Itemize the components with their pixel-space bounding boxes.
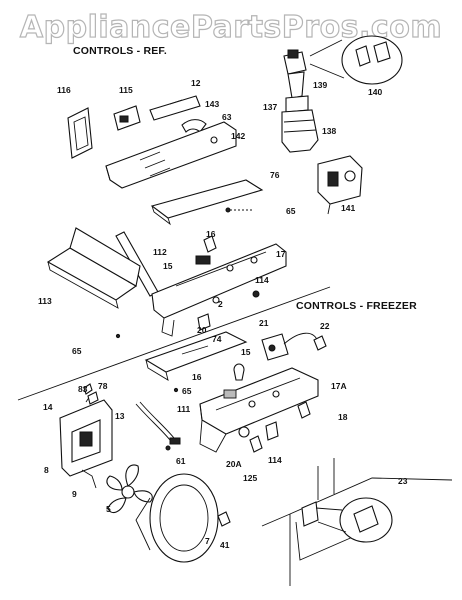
callout-115: 115 [119,85,133,95]
part-74-plate [144,331,248,381]
part-18-knob [297,401,311,419]
callout-7: 7 [205,536,210,546]
part-114-screw [252,290,260,298]
callout-2: 2 [218,299,223,309]
section-divider-line [17,286,331,401]
part-21-thermostat [261,333,289,361]
callout-21: 21 [259,318,269,328]
part-139-thermostat-head [283,49,307,99]
part-116-plate [67,107,93,159]
callout-143: 143 [205,99,220,109]
callout-140: 140 [368,87,383,97]
part-83-clip [83,383,93,395]
part-65-screw [225,207,231,213]
part-61-screw [165,445,171,451]
section-title-controls-ref: CONTROLS - REF. [73,45,167,57]
callout-78: 78 [98,381,108,391]
callout-8: 8 [44,465,49,475]
part-115-switch [113,105,141,131]
part-65-screw-c [173,387,179,393]
callout-17A: 17A [331,381,347,391]
part-142-housing [105,121,237,189]
callout-111: 111 [177,404,191,414]
part-78-grommet [87,391,99,405]
callout-18: 18 [338,412,348,422]
part-9-mount [81,469,97,489]
part-17-control-housing [151,243,287,337]
callout-20: 20 [197,325,207,335]
callout-12: 12 [191,78,201,88]
callout-114b: 114 [268,455,282,465]
callout-114: 114 [255,275,269,285]
part-22-capillary [283,332,327,351]
part-14-fan-bracket [59,395,113,477]
part-2-screw [212,296,220,304]
part-23-cabinet-detail [261,458,453,586]
callout-139: 139 [313,80,328,90]
callout-5: 5 [106,504,111,514]
callout-116: 116 [57,85,71,95]
callout-41: 41 [220,540,230,550]
callout-13: 13 [115,411,125,421]
part-15-lamp [233,363,245,381]
callout-22: 22 [320,321,330,331]
part-12-control [149,95,201,121]
callout-125: 125 [243,473,258,483]
part-65-screw-b [115,333,121,339]
part-41-screw [217,511,231,527]
part-111-wire-harness [135,401,181,445]
callout-63: 63 [222,112,232,122]
callout-112: 112 [153,247,167,257]
callout-15b: 15 [241,347,251,357]
part-76-cover [150,179,264,226]
callout-138: 138 [322,126,337,136]
section-title-controls-freezer: CONTROLS - FREEZER [296,300,417,312]
callout-141: 141 [341,203,356,213]
part-125-screw [249,435,263,453]
part-138-capillary-bulb [281,109,319,153]
part-16-knob [203,235,217,253]
callout-74: 74 [212,334,222,344]
callout-23: 23 [398,476,408,486]
part-7-fan-shroud [135,473,219,563]
part-137-adapter [285,95,309,113]
part-140-detail-circle [309,35,403,85]
part-17A-control-housing [199,367,319,453]
callout-65b: 65 [72,346,82,356]
part-114-knob [265,421,279,441]
callout-137: 137 [263,102,278,112]
callout-14: 14 [43,402,53,412]
callout-65c: 65 [182,386,192,396]
callout-61: 61 [176,456,186,466]
callout-142: 142 [231,131,246,141]
part-20-bushing [197,313,211,331]
callout-17: 17 [276,249,286,259]
callout-20A: 20A [226,459,242,469]
part-113-bracket [46,227,141,309]
callout-65: 65 [286,206,296,216]
callout-16: 16 [206,229,216,239]
callout-113: 113 [38,296,52,306]
callout-76: 76 [270,170,280,180]
callout-16b: 16 [192,372,202,382]
part-5-fan-blade [106,464,153,514]
callout-9: 9 [72,489,77,499]
callout-15: 15 [163,261,173,271]
part-141-valve [317,155,363,215]
callout-83: 83 [78,384,88,394]
part-20A-bushing [238,426,250,438]
